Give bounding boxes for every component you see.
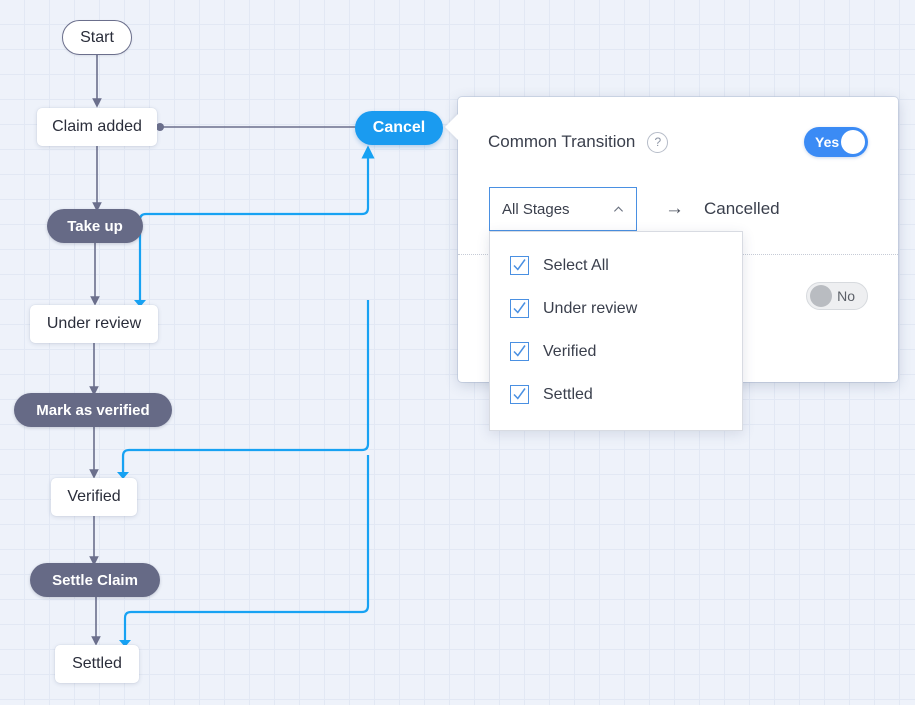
dropdown-item-under-review[interactable]: Under review	[490, 287, 742, 330]
node-mark-as-verified[interactable]: Mark as verified	[14, 393, 172, 427]
node-claim-added[interactable]: Claim added	[37, 108, 157, 146]
target-stage-label: Cancelled	[704, 199, 780, 218]
edge-claim-to-cancel	[156, 123, 356, 131]
node-verified[interactable]: Verified	[51, 478, 137, 516]
node-under-review-label: Under review	[46, 315, 142, 332]
secondary-toggle[interactable]: No	[806, 282, 868, 310]
node-under-review[interactable]: Under review	[30, 305, 158, 343]
dropdown-item-label: Verified	[543, 342, 597, 360]
node-settled[interactable]: Settled	[55, 645, 139, 683]
checkbox-checked-icon[interactable]	[510, 342, 529, 361]
panel-title: Common Transition	[488, 132, 636, 151]
transition-arrow-icon: →	[665, 198, 684, 219]
dropdown-item-settled[interactable]: Settled	[490, 373, 742, 416]
node-take-up[interactable]: Take up	[47, 209, 143, 243]
source-stage-select[interactable]: All Stages	[489, 187, 637, 231]
stages-dropdown-menu[interactable]: Select All Under review Verified Settled	[489, 231, 743, 431]
node-cancel[interactable]: Cancel	[355, 111, 443, 145]
dropdown-item-label: Under review	[543, 299, 638, 317]
common-transition-toggle-label: Yes	[815, 134, 840, 150]
source-stage-select-value: All Stages	[502, 200, 570, 218]
common-transition-row: Common Transition ?	[488, 125, 870, 159]
secondary-toggle-label: No	[837, 288, 855, 304]
toggle-knob	[841, 130, 865, 154]
node-cancel-label: Cancel	[372, 119, 426, 136]
node-settled-label: Settled	[72, 655, 122, 672]
dropdown-item-verified[interactable]: Verified	[490, 330, 742, 373]
node-start[interactable]: Start	[62, 20, 132, 55]
node-mark-as-verified-label: Mark as verified	[36, 401, 150, 419]
checkbox-checked-icon[interactable]	[510, 256, 529, 275]
node-verified-label: Verified	[67, 488, 121, 505]
edge-underreview-to-cancel	[134, 145, 375, 307]
dropdown-item-label: Select All	[543, 256, 609, 274]
panel-pointer-arrow	[445, 113, 459, 141]
checkbox-checked-icon[interactable]	[510, 385, 529, 404]
node-start-label: Start	[80, 28, 114, 46]
edge-settled-to-cancel	[119, 455, 370, 647]
help-icon[interactable]: ?	[647, 131, 669, 153]
common-transition-toggle[interactable]: Yes	[804, 127, 868, 157]
checkbox-checked-icon[interactable]	[510, 299, 529, 318]
node-settle-claim-label: Settle Claim	[52, 571, 138, 589]
transition-mapping-row: All Stages → Cancelled	[489, 187, 780, 231]
node-settle-claim[interactable]: Settle Claim	[30, 563, 160, 597]
node-claim-added-label: Claim added	[52, 118, 142, 135]
dropdown-item-select-all[interactable]: Select All	[490, 244, 742, 287]
chevron-up-icon	[613, 205, 624, 212]
node-take-up-label: Take up	[67, 217, 123, 235]
dropdown-item-label: Settled	[543, 385, 593, 403]
toggle-knob	[810, 285, 832, 307]
